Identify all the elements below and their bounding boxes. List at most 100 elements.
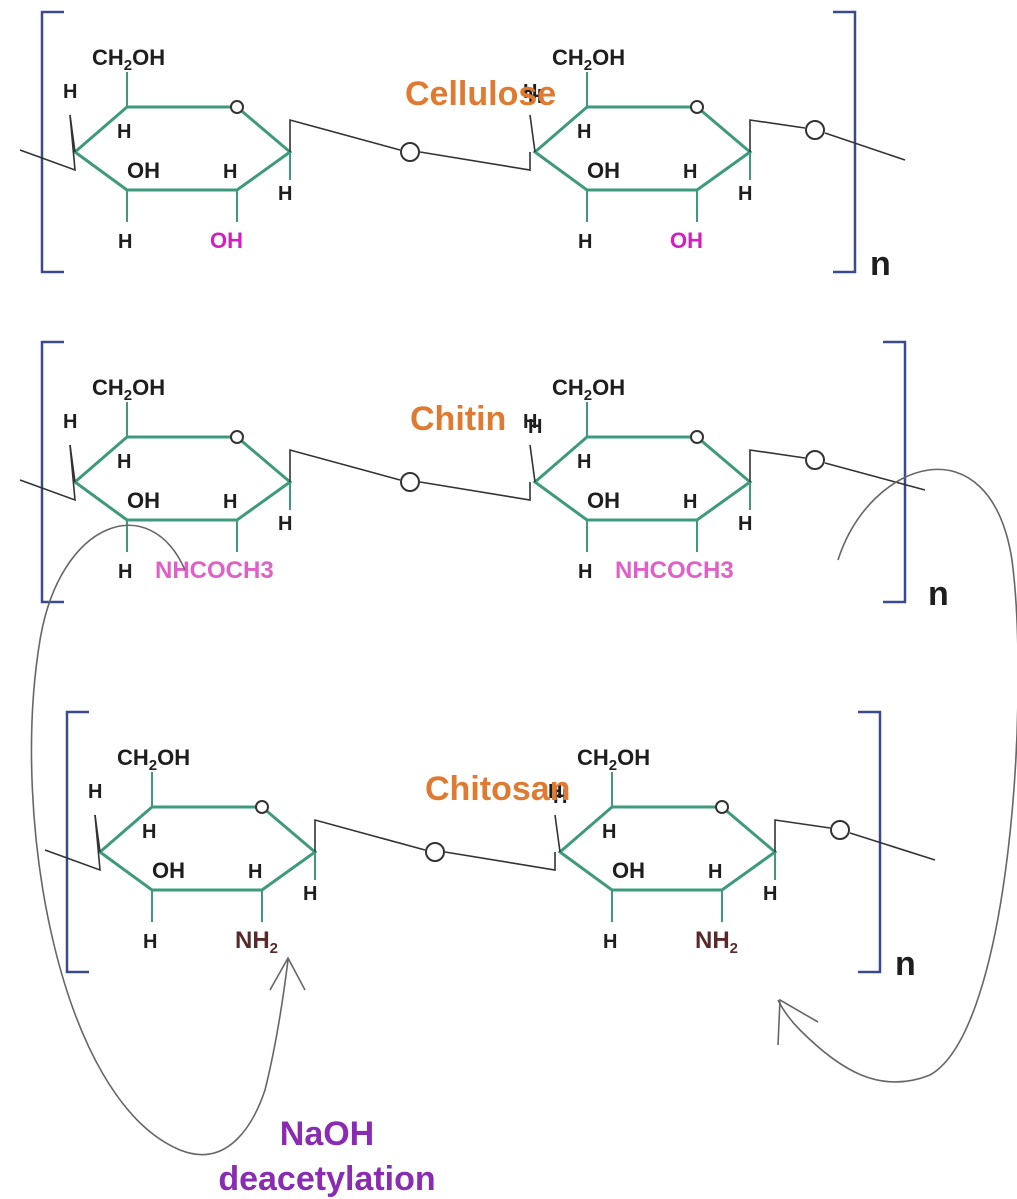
glycosidic-bond	[314, 818, 426, 852]
glycosidic-oxygen	[400, 472, 420, 492]
h-label: H	[528, 416, 542, 438]
h-label: H	[548, 781, 562, 803]
substituent-label: NHCOCH3	[615, 557, 734, 584]
h-label: H	[577, 451, 591, 473]
polymer-name: Chitosan	[425, 770, 570, 808]
polymer-name: Chitin	[410, 400, 506, 438]
ring-oxygen	[690, 100, 704, 114]
left-bracket	[40, 340, 64, 604]
ring-bonds	[97, 805, 318, 892]
substituent-label: NH2	[235, 927, 278, 957]
h-label: H	[278, 513, 292, 535]
ch2oh-label: CH2OH	[92, 45, 165, 74]
glycosidic-bond	[289, 118, 401, 152]
ch2oh-label: CH2OH	[577, 745, 650, 774]
h-label: H	[223, 491, 237, 513]
h-label: H	[248, 861, 262, 883]
ring-bonds	[72, 435, 293, 522]
ring-bonds	[72, 105, 293, 192]
ch2oh-label: CH2OH	[92, 375, 165, 404]
ch2oh-label: CH2OH	[117, 745, 190, 774]
h-label: H	[738, 183, 752, 205]
link-bond	[529, 114, 536, 153]
h-label: H	[528, 86, 542, 108]
oh-label: OH	[152, 858, 185, 883]
h-label: H	[523, 411, 537, 433]
tail-oxygen	[830, 820, 850, 840]
h-label: H	[603, 931, 617, 953]
glycosidic-bond	[419, 151, 531, 171]
left-tail-bond	[19, 114, 76, 172]
right-arrowhead	[777, 998, 819, 1046]
tail-bond	[774, 819, 831, 852]
left-bracket	[65, 710, 89, 974]
h-label: H	[63, 411, 77, 433]
repeat-unit-n: n	[895, 945, 916, 983]
h-label: H	[578, 561, 592, 583]
substituent-label: OH	[670, 228, 703, 253]
h-label: H	[63, 81, 77, 103]
ring-oxygen	[255, 800, 269, 814]
link-bond	[529, 444, 536, 483]
glycosidic-bond	[289, 448, 401, 482]
left-bracket	[40, 10, 64, 274]
tail-bond	[749, 119, 806, 152]
tail-bond	[749, 449, 806, 482]
h-label: H	[303, 883, 317, 905]
left-tail-bond	[19, 444, 76, 502]
oh-label: OH	[587, 158, 620, 183]
link-bond	[554, 814, 561, 853]
h-label: H	[118, 561, 132, 583]
substituent-label: NH2	[695, 927, 738, 957]
oh-label: OH	[127, 488, 160, 513]
tail-bond	[849, 832, 936, 861]
h-label: H	[553, 786, 567, 808]
ch2oh-label: CH2OH	[552, 375, 625, 404]
h-label: H	[602, 821, 616, 843]
tail-bond	[824, 462, 926, 491]
glycosidic-oxygen	[425, 842, 445, 862]
h-label: H	[118, 231, 132, 253]
h-label: H	[142, 821, 156, 843]
right-bracket	[833, 10, 857, 274]
ch2oh-label: CH2OH	[552, 45, 625, 74]
h-label: H	[738, 513, 752, 535]
substituent-label: OH	[210, 228, 243, 253]
reaction-arrows	[30, 468, 1017, 1156]
repeat-unit-n: n	[928, 575, 949, 613]
ring-oxygen	[230, 430, 244, 444]
ring-bonds	[532, 105, 753, 192]
h-label: H	[577, 121, 591, 143]
oh-label: OH	[127, 158, 160, 183]
h-label: H	[763, 883, 777, 905]
tail-oxygen	[805, 450, 825, 470]
ring-oxygen	[230, 100, 244, 114]
ring-oxygen	[715, 800, 729, 814]
oh-label: OH	[587, 488, 620, 513]
ring-oxygen	[690, 430, 704, 444]
h-label: H	[523, 81, 537, 103]
oh-label: OH	[612, 858, 645, 883]
h-label: H	[278, 183, 292, 205]
ring-bonds	[557, 805, 778, 892]
left-tail-bond	[44, 814, 101, 872]
right-reaction-arrow	[777, 468, 1017, 1083]
h-label: H	[117, 121, 131, 143]
tail-bond	[824, 132, 906, 161]
tail-oxygen	[805, 120, 825, 140]
h-label: H	[578, 231, 592, 253]
glycosidic-bond	[419, 481, 531, 501]
substituent-label: NHCOCH3	[155, 557, 274, 584]
h-label: H	[88, 781, 102, 803]
